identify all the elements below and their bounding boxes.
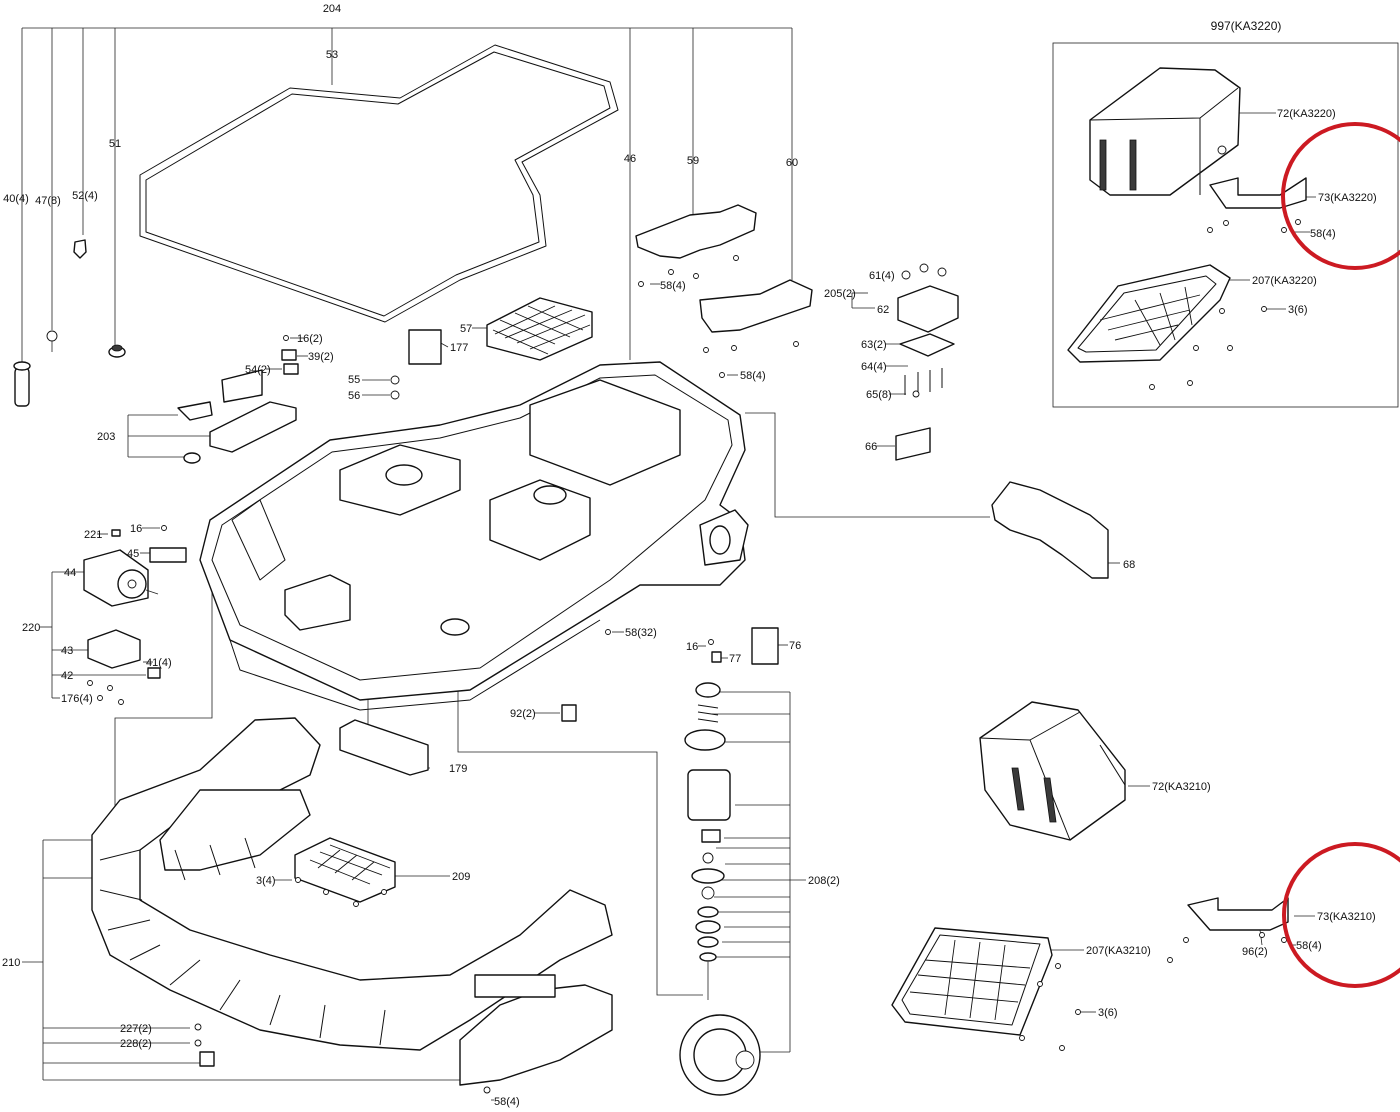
label-176: 176(4) (61, 693, 93, 705)
group-title: 997(KA3220) (1211, 19, 1282, 33)
label-65: 65(8) (866, 389, 892, 401)
label-209: 209 (452, 871, 470, 883)
label-45: 45 (127, 548, 139, 560)
part-drawings (13, 44, 1307, 1096)
label-64: 64(4) (861, 361, 887, 373)
highlight-circle-ka3220 (1281, 122, 1400, 270)
label-73-ka3220: 73(KA3220) (1318, 192, 1377, 204)
label-76: 76 (789, 640, 801, 652)
label-41: 41(4) (146, 657, 172, 669)
label-207-ka3210: 207(KA3210) (1086, 945, 1151, 957)
kit-group-box (1052, 42, 1399, 408)
label-203: 203 (97, 431, 115, 443)
label-73-ka3210: 73(KA3210) (1317, 911, 1376, 923)
label-210: 210 (2, 957, 20, 969)
main-body (199, 361, 749, 711)
label-47: 47(8) (35, 195, 61, 207)
label-58-e: 58(4) (1296, 940, 1322, 952)
label-43: 43 (61, 645, 73, 657)
highlight-circle-ka3210 (1282, 842, 1400, 988)
clip-52 (73, 239, 87, 259)
label-46: 46 (624, 153, 636, 165)
label-204: 204 (323, 3, 341, 15)
leader-lines (21, 27, 1316, 1101)
label-72-ka3220: 72(KA3220) (1277, 108, 1336, 120)
screws-58 (605, 255, 920, 635)
bumper-210 (91, 717, 613, 1094)
label-56: 56 (348, 390, 360, 402)
label-179: 179 (449, 763, 467, 775)
label-62: 62 (877, 304, 889, 316)
label-40: 40(4) (3, 193, 29, 205)
label-3a: 3(4) (256, 875, 276, 887)
label-205: 205(2) (824, 288, 856, 300)
label-58-d: 58(4) (1310, 228, 1336, 240)
bracket-73-ka3210 (1187, 897, 1289, 931)
callout-labels: 997(KA3220) 204 53 51 46 59 60 40(4) 47(… (2, 3, 1377, 1108)
label-227: 227(2) (120, 1023, 152, 1035)
label-52: 52(4) (72, 190, 98, 202)
label-221: 221 (84, 529, 102, 541)
cover-179 (339, 719, 429, 776)
filter-57 (486, 297, 593, 361)
label-53: 53 (326, 49, 338, 61)
swivel-stack-208 (679, 682, 761, 1096)
bracket-203 (177, 369, 297, 464)
label-55: 55 (348, 374, 360, 386)
plate-177 (408, 329, 442, 365)
label-16a: 16(2) (297, 333, 323, 345)
label-228: 228(2) (120, 1038, 152, 1050)
label-220: 220 (22, 622, 40, 634)
bracket-59 (635, 204, 757, 259)
label-177: 177 (450, 342, 468, 354)
battery-box-72-ka3220 (1089, 67, 1241, 196)
label-61: 61(4) (869, 270, 895, 282)
label-58-f: 58(4) (494, 1096, 520, 1108)
label-63: 63(2) (861, 339, 887, 351)
bracket-60 (699, 279, 813, 333)
label-77: 77 (729, 653, 741, 665)
bracket-73-ka3220 (1209, 177, 1307, 209)
label-58-a: 58(4) (660, 280, 686, 292)
label-16c: 16 (686, 641, 698, 653)
label-66: 66 (865, 441, 877, 453)
label-16b: 16 (130, 523, 142, 535)
label-207-ka3220: 207(KA3220) (1252, 275, 1317, 287)
tray-207-ka3210 (891, 927, 1053, 1036)
label-58-b: 58(4) (740, 370, 766, 382)
label-92: 92(2) (510, 708, 536, 720)
label-59: 59 (687, 155, 699, 167)
pin-40 (13, 361, 31, 407)
label-54: 54(2) (245, 364, 271, 376)
battery-box-72-ka3210 (979, 701, 1126, 841)
plate-76 (751, 627, 779, 665)
label-68: 68 (1123, 559, 1135, 571)
label-51: 51 (109, 138, 121, 150)
label-72-ka3210: 72(KA3210) (1152, 781, 1211, 793)
cap-51 (108, 344, 126, 358)
screw-47 (46, 330, 58, 352)
clip-92 (561, 704, 577, 722)
label-44: 44 (64, 567, 76, 579)
bracket-68 (991, 481, 1109, 579)
label-42: 42 (61, 670, 73, 682)
label-58-c: 58(32) (625, 627, 657, 639)
label-208: 208(2) (808, 875, 840, 887)
tray-207-ka3220 (1067, 264, 1231, 363)
gasket-53 (139, 44, 619, 323)
mount-205 (895, 263, 959, 461)
label-60: 60 (786, 157, 798, 169)
label-96: 96(2) (1242, 946, 1268, 958)
label-3c: 3(6) (1098, 1007, 1118, 1019)
label-57: 57 (460, 323, 472, 335)
label-3b: 3(6) (1288, 304, 1308, 316)
label-39: 39(2) (308, 351, 334, 363)
motor-44 (83, 525, 187, 705)
